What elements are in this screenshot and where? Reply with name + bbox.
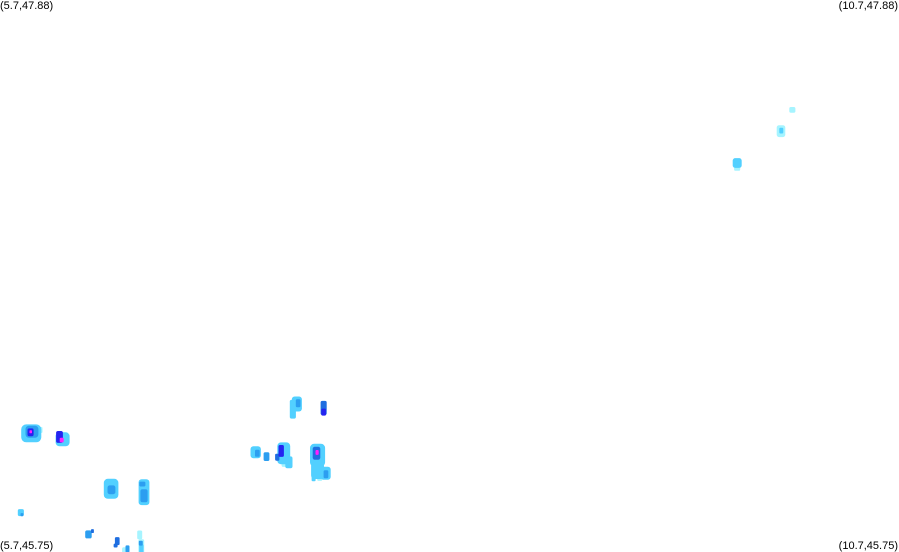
precip-cell-medium	[91, 529, 94, 533]
precip-cell-moderate	[140, 489, 148, 503]
corner-label-bottom-left: (5.7,45.75)	[0, 540, 54, 552]
precip-cell-moderate	[138, 540, 143, 546]
precip-cell-medium	[275, 453, 280, 461]
precip-cell-very-light	[789, 107, 796, 113]
corner-label-top-left: (5.7,47.88)	[0, 0, 54, 12]
precip-cell-very-heavy	[59, 437, 64, 443]
precip-cell-very-heavy	[315, 450, 319, 455]
precip-cell-heavy	[278, 445, 284, 457]
precip-cell-moderate	[139, 481, 146, 487]
precip-cell-moderate	[255, 449, 260, 457]
precip-cell-light	[311, 475, 316, 482]
precip-cell-medium	[113, 543, 118, 548]
precip-cell-heavy	[321, 408, 326, 416]
precip-cell-medium	[114, 537, 120, 546]
precip-cell-moderate	[295, 399, 301, 408]
precip-cell-very-heavy	[29, 430, 32, 434]
precip-cell-moderate	[85, 530, 92, 539]
precip-cell-light	[285, 456, 293, 469]
precip-cell-moderate	[107, 485, 116, 495]
precip-cell-light	[779, 127, 784, 134]
precip-cell-moderate	[263, 452, 270, 461]
corner-label-bottom-right: (10.7,45.75)	[838, 540, 898, 552]
precip-cell-light	[732, 158, 742, 168]
precip-cell-light	[139, 544, 144, 552]
precip-cell-moderate	[20, 513, 24, 517]
precip-cell-moderate	[125, 545, 130, 552]
precip-cell-very-light	[137, 530, 143, 540]
precip-cell-moderate	[323, 470, 329, 479]
corner-label-top-right: (10.7,47.88)	[838, 0, 898, 12]
